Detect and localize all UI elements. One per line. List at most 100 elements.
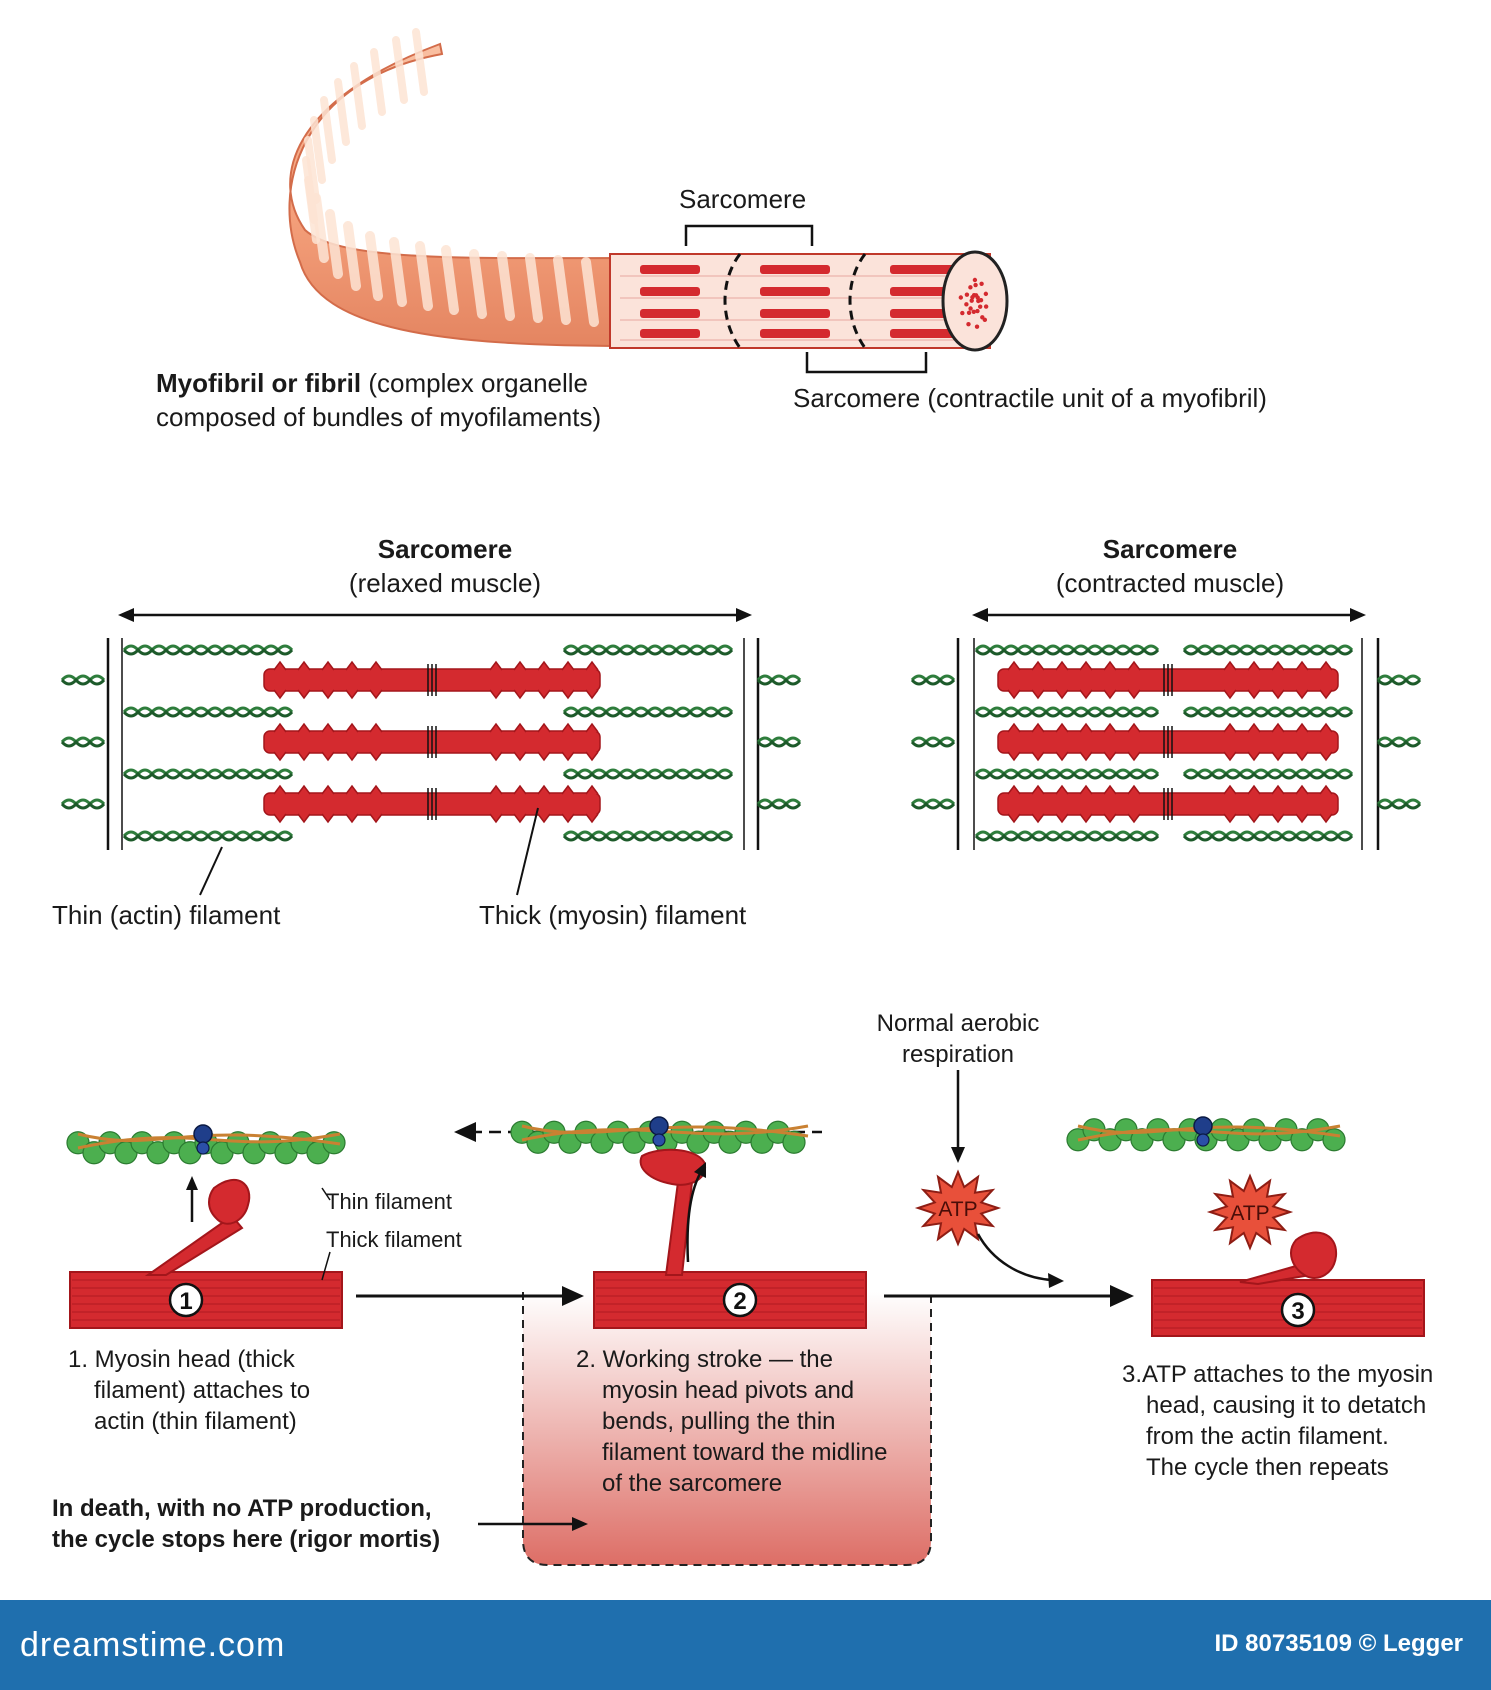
cross-section-dot — [964, 302, 969, 307]
myosin-head-2 — [639, 1148, 707, 1186]
myosin-head-tuft — [1127, 660, 1141, 700]
myofibril-cross-section — [941, 250, 1009, 352]
actin-strand-a — [910, 674, 956, 683]
step-2-illustration: 2 — [454, 1116, 867, 1329]
myosin-head-tuft — [1055, 660, 1069, 700]
actin-movement-arrowhead — [454, 1122, 476, 1142]
actin-strand-b — [974, 709, 1160, 718]
rigor-box — [522, 1292, 932, 1566]
myosin-head-tuft — [321, 784, 335, 824]
actin-strand-b — [1376, 801, 1422, 810]
myosin-head-tuft — [537, 660, 551, 700]
aerobic-line-2: respiration — [901, 1041, 1015, 1068]
myosin-head-tuft — [1007, 784, 1021, 824]
myosin-head-tuft — [273, 722, 287, 762]
pivot-arrow-2 — [686, 1169, 704, 1263]
myofibril-stripe — [581, 257, 599, 327]
actin-strand-a — [1376, 798, 1422, 807]
relaxed-sarcomere — [60, 608, 802, 896]
cross-section-dot — [966, 321, 971, 327]
actin-strand-b — [562, 771, 734, 780]
myosin-head-tuft — [345, 784, 359, 824]
myosin-head-tuft — [1031, 660, 1045, 700]
step-1-badge — [168, 1282, 204, 1318]
thin-filament-pointer — [199, 846, 223, 896]
myosin-head-tuft — [1079, 784, 1093, 824]
myofibril-stripe — [469, 249, 487, 319]
myofibril-caption-line2: composed of bundles of myofilaments) — [156, 402, 602, 432]
footer-bar: dreamstime.com ID 80735109 © Legger — [0, 1600, 1491, 1690]
myofibril-stripe — [365, 231, 383, 301]
myosin-head-tuft — [1103, 722, 1117, 762]
actin-strand-a — [974, 706, 1160, 715]
troponin-subunit — [652, 1133, 666, 1147]
actin-strand-a — [756, 736, 802, 745]
myosin-head-tuft — [1319, 722, 1333, 762]
cross-section-dot — [983, 304, 989, 309]
step-1-caption: 1. Myosin head (thick filament) attaches… — [68, 1344, 388, 1437]
step-2-line-3: bends, pulling the thin — [602, 1408, 836, 1435]
myosin-head-tuft — [489, 722, 503, 762]
myosin-head-tuft — [297, 660, 311, 700]
myofibril-stripe — [525, 253, 543, 323]
actin-strand-b — [1376, 677, 1422, 686]
step-3-line-2: head, causing it to detatch — [1146, 1392, 1427, 1419]
actin-strand-b — [60, 739, 106, 748]
step-2-line-4: filament toward the midline — [602, 1439, 888, 1466]
myosin-head-tuft — [1007, 660, 1021, 700]
actin-strand-a — [1376, 674, 1422, 683]
step-3-number: 3 — [1291, 1298, 1304, 1325]
actin-strand-b — [1182, 709, 1354, 718]
relaxed-arrowhead-right — [736, 608, 752, 622]
cross-section-dot — [968, 306, 973, 311]
myofibril-band — [640, 309, 700, 318]
myofibril-stripe — [304, 176, 320, 244]
actin-strand-b — [122, 833, 294, 842]
cross-section-dot — [973, 282, 978, 288]
myofibril-band — [890, 329, 960, 338]
actin-strand-a — [756, 798, 802, 807]
myosin-head-tuft — [489, 660, 503, 700]
myosin-neck-1 — [144, 1214, 244, 1276]
myofibril-stripe — [370, 48, 386, 116]
image-id-credit: ID 80735109 © Legger — [1214, 1630, 1463, 1657]
actin-strand-a — [60, 736, 106, 745]
step-3-badge — [1280, 1292, 1316, 1328]
atp-burst-2: ATP — [1206, 1173, 1294, 1251]
step-2-number: 2 — [733, 1288, 746, 1315]
myofibril-caption-bold: Myofibril or fibril — [156, 368, 362, 398]
myofibril-stripe — [497, 251, 515, 321]
actin-strand-a — [756, 674, 802, 683]
step-3-illustration: ATP 3 — [1066, 1116, 1425, 1337]
attach-arrowhead-1 — [186, 1176, 198, 1190]
actin-strand-a — [1376, 736, 1422, 745]
relaxed-caption: Sarcomere (relaxed muscle) — [250, 532, 640, 600]
sarcomere-bracket-bottom — [805, 352, 928, 374]
brand-logo-text[interactable]: dreamstime.com — [20, 1626, 286, 1664]
contracted-caption: Sarcomere (contracted muscle) — [975, 532, 1365, 600]
myofibril-stripe — [343, 221, 361, 291]
myosin-head-tuft — [1007, 722, 1021, 762]
cross-section-dot — [982, 317, 988, 323]
myofibril-stripe — [325, 209, 343, 279]
myofibril-illustration — [288, 28, 1009, 374]
myosin-head-tuft — [1055, 784, 1069, 824]
actin-strand-b — [910, 739, 956, 748]
myofibril-band — [760, 329, 830, 338]
myofibril-caption-rest: (complex organelle — [361, 368, 588, 398]
atp-burst-1: ATP — [914, 1169, 1002, 1247]
myofibril-stripe — [415, 241, 433, 311]
actin-strand-b — [974, 647, 1160, 656]
cross-section-dot — [968, 285, 973, 290]
death-note-line-1: In death, with no ATP production, — [52, 1495, 432, 1522]
z-line-dashed-1 — [723, 253, 742, 349]
myofibril-stripe — [392, 36, 408, 104]
actin-strand-b — [756, 801, 802, 810]
atp-to-cycle-arrow — [976, 1233, 1053, 1282]
myosin-head-tuft — [273, 784, 287, 824]
myosin-head-tuft — [345, 722, 359, 762]
step-3-line-4: The cycle then repeats — [1146, 1454, 1389, 1481]
cross-section-dot — [970, 295, 975, 300]
myofibril-stripe — [441, 245, 459, 315]
